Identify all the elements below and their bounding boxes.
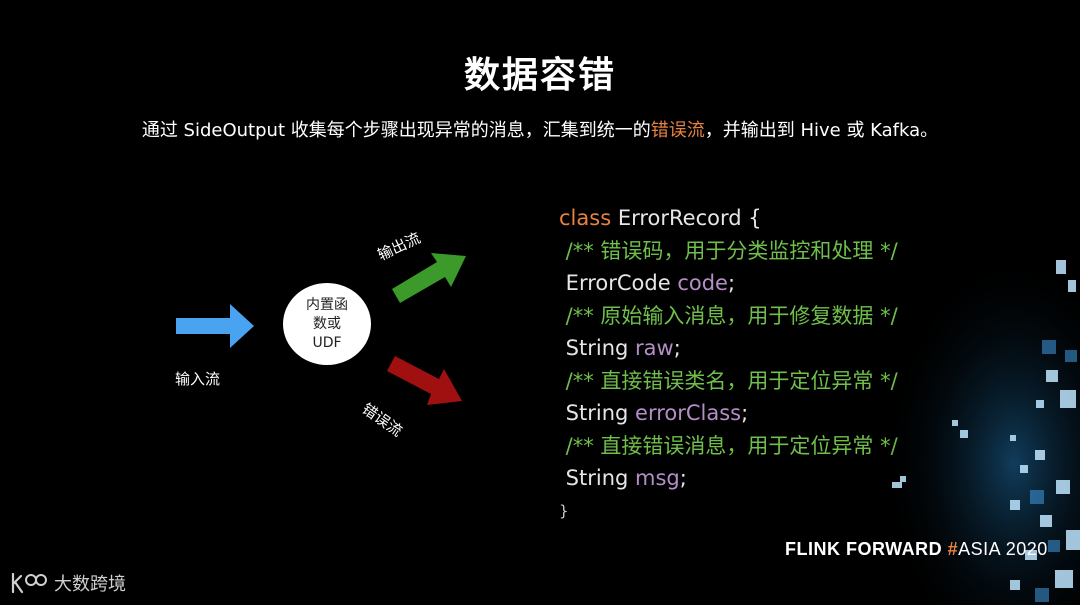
decorative-cubes: [860, 250, 1080, 605]
udf-node-line3: UDF: [312, 334, 342, 351]
udf-node: 内置函 数或 UDF: [283, 283, 371, 365]
publisher-logo: 大数跨境: [10, 570, 126, 596]
code-field: errorClass: [635, 401, 742, 425]
code-comment-errorclass: /** 直接错误类名，用于定位异常 */: [559, 368, 898, 393]
code-semicolon: ;: [679, 466, 687, 490]
subtitle-before: 通过 SideOutput 收集每个步骤出现异常的消息，汇集到统一的: [141, 120, 651, 141]
code-comment-code: /** 错误码，用于分类监控和处理 */: [559, 238, 898, 263]
subtitle-after: ，并输出到 Hive 或 Kafka。: [704, 120, 939, 141]
code-type: ErrorCode: [559, 271, 678, 295]
code-comment-msg: /** 直接错误消息，用于定位异常 */: [559, 433, 898, 458]
brand-event: ASIA 2020: [958, 539, 1048, 559]
kk-logo-icon: [11, 572, 47, 594]
code-type: String: [559, 466, 636, 490]
input-arrow: [176, 304, 254, 348]
code-field: msg: [635, 466, 680, 490]
brand-name: FLINK FORWARD: [785, 539, 948, 559]
flink-forward-brand: FLINK FORWARD #ASIA 2020: [785, 539, 1048, 560]
code-type: String: [559, 336, 636, 360]
input-stream-label: 输入流: [175, 370, 221, 388]
subtitle-highlight: 错误流: [650, 120, 705, 141]
code-comment-raw: /** 原始输入消息，用于修复数据 */: [559, 303, 898, 328]
udf-node-line1: 内置函: [306, 296, 348, 313]
code-closing-brace: }: [559, 501, 569, 520]
code-field: code: [677, 271, 728, 295]
code-keyword: class: [559, 206, 612, 230]
code-line-raw: String raw;: [559, 332, 898, 365]
output-arrow: [392, 253, 466, 303]
code-semicolon: ;: [727, 271, 736, 295]
brand-hash: #: [947, 539, 959, 559]
code-line-msg: String msg;: [559, 462, 898, 495]
code-semicolon: ;: [673, 336, 681, 360]
logo-text: 大数跨境: [54, 574, 126, 595]
code-field: raw: [635, 336, 674, 360]
code-semicolon: ;: [741, 401, 749, 425]
code-line-code: ErrorCode code;: [559, 267, 898, 300]
slide-subtitle: 通过 SideOutput 收集每个步骤出现异常的消息，汇集到统一的错误流，并输…: [0, 116, 1080, 142]
code-block: class ErrorRecord { /** 错误码，用于分类监控和处理 */…: [559, 202, 898, 527]
code-type: String: [559, 401, 636, 425]
udf-node-line2: 数或: [313, 315, 341, 332]
code-class-name: ErrorRecord {: [611, 206, 762, 230]
code-line-errorclass: String errorClass;: [559, 397, 898, 430]
slide-title: 数据容错: [463, 55, 616, 96]
code-line-class: class ErrorRecord {: [559, 202, 898, 235]
error-arrow: [387, 356, 462, 405]
